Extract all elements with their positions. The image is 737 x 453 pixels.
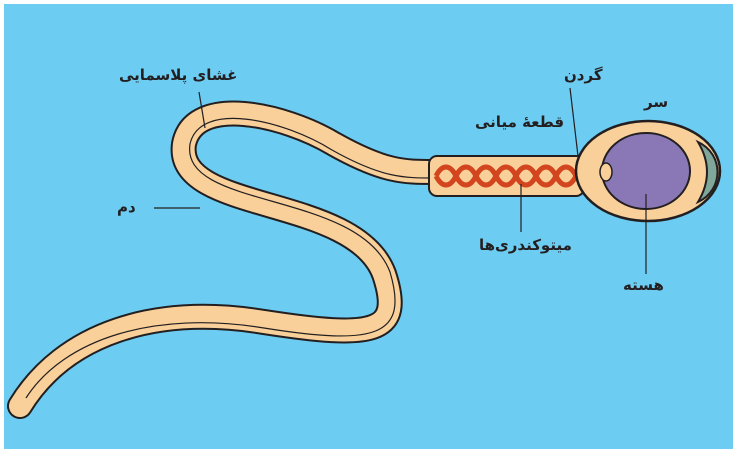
label-head: سر [644, 93, 668, 111]
diagram-canvas: غشای پلاسمایی گردن سر قطعهٔ میانی دم میت… [4, 4, 733, 449]
midpiece [429, 156, 584, 196]
label-nucleus: هسته [623, 276, 664, 294]
centriole [600, 163, 612, 181]
sperm-cell-illustration [4, 4, 733, 449]
label-mitochondria: میتوکندری‌ها [479, 236, 572, 254]
label-tail: دم [117, 198, 136, 216]
label-neck: گردن [564, 66, 603, 84]
label-plasma-membrane: غشای پلاسمایی [119, 66, 237, 84]
label-midpiece: قطعهٔ میانی [475, 113, 564, 131]
